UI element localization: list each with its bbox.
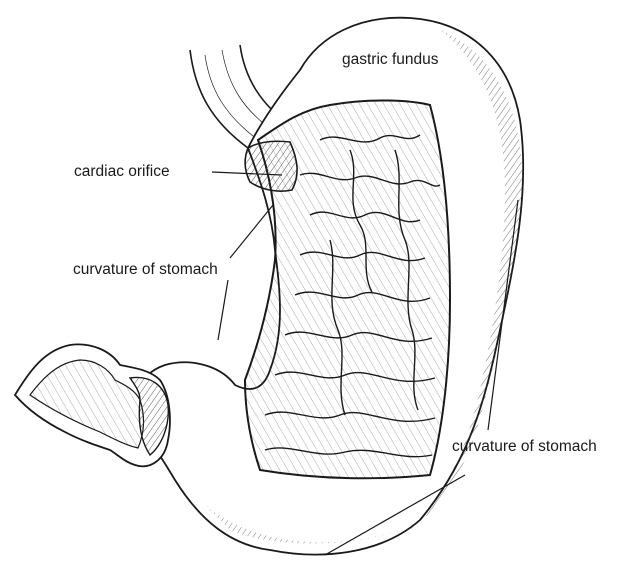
label-curvature-right: curvature of stomach xyxy=(452,439,597,455)
pylorus-duodenum xyxy=(15,344,170,466)
label-curvature-left: curvature of stomach xyxy=(73,262,218,278)
cardiac-orifice xyxy=(245,141,297,191)
label-cardiac-orifice: cardiac orifice xyxy=(74,164,170,180)
label-gastric-fundus: gastric fundus xyxy=(342,52,439,68)
leader-curvature-left-upper xyxy=(230,205,273,258)
leader-curvature-left-lower xyxy=(218,280,228,340)
